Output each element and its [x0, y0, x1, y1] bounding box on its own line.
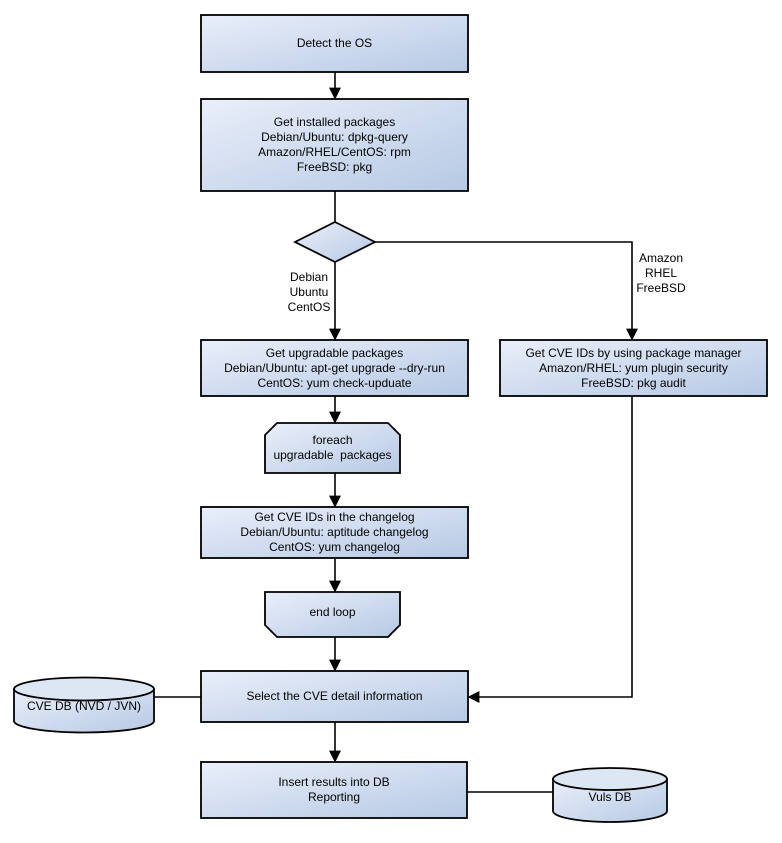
vuls-db-cylinder-top	[552, 767, 668, 791]
select-cve-detail-box	[200, 670, 469, 723]
vuls-db-cylinder-body	[552, 778, 668, 823]
vuls-db-cylinder	[552, 767, 668, 823]
end-loop-shape	[264, 591, 401, 638]
get-cve-ids-changelog-box	[200, 506, 469, 559]
detect-os-box	[200, 14, 469, 73]
get-cve-ids-package-manager-box	[499, 339, 768, 397]
insert-results-box	[200, 761, 468, 819]
edge-pkg-mgr-to-select	[467, 396, 633, 703]
edge-decision-to-pkg-mgr	[375, 241, 638, 341]
get-installed-packages-box	[200, 98, 469, 192]
get-upgradable-packages-box	[200, 339, 469, 397]
os-decision-diamond	[292, 220, 378, 264]
foreach-loop-start-shape	[264, 422, 401, 474]
cve-db-cylinder	[13, 676, 155, 734]
cve-db-cylinder-top	[13, 676, 155, 702]
